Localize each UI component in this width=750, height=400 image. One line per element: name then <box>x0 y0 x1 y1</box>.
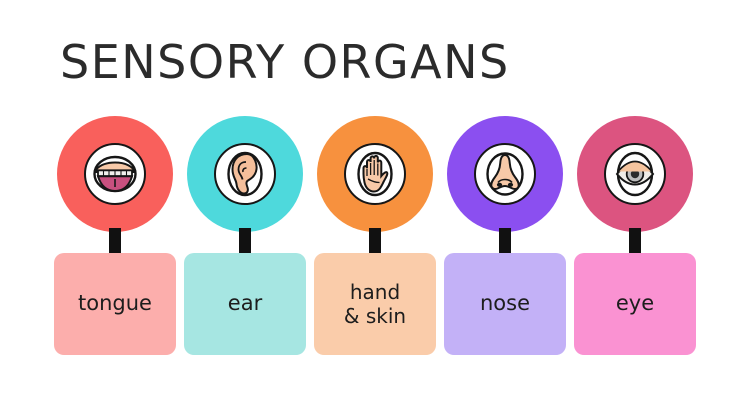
icon-disc-hand-skin <box>344 143 406 205</box>
icon-disc-eye <box>604 143 666 205</box>
ear-icon <box>217 146 273 202</box>
organ-label-tongue: tongue <box>78 291 152 316</box>
organ-circle-eye[interactable] <box>577 116 693 232</box>
organ-label-eye: eye <box>615 291 655 316</box>
icon-disc-tongue <box>84 143 146 205</box>
organ-label-box-hand-skin[interactable]: hand & skin <box>314 253 436 355</box>
organ-label-box-nose[interactable]: nose <box>444 253 566 355</box>
organ-label-nose: nose <box>479 291 531 316</box>
hand-palm-icon <box>347 146 403 202</box>
organ-column-eye[interactable]: eye <box>570 110 700 370</box>
icon-disc-ear <box>214 143 276 205</box>
organ-label-box-ear[interactable]: ear <box>184 253 306 355</box>
organ-label-ear: ear <box>227 291 263 316</box>
organ-column-tongue[interactable]: tongue <box>50 110 180 370</box>
organ-circle-tongue[interactable] <box>57 116 173 232</box>
tongue-mouth-icon <box>87 146 143 202</box>
organ-circle-hand-skin[interactable] <box>317 116 433 232</box>
page-title: SENSORY ORGANS <box>60 35 510 89</box>
organ-circle-nose[interactable] <box>447 116 563 232</box>
organ-column-ear[interactable]: ear <box>180 110 310 370</box>
organ-circle-ear[interactable] <box>187 116 303 232</box>
eye-icon <box>607 146 663 202</box>
organ-column-list: tongue <box>0 110 750 370</box>
organ-column-hand-skin[interactable]: hand & skin <box>310 110 440 370</box>
organ-label-hand-skin: hand & skin <box>343 279 407 328</box>
icon-disc-nose <box>474 143 536 205</box>
organ-label-box-tongue[interactable]: tongue <box>54 253 176 355</box>
organ-column-nose[interactable]: nose <box>440 110 570 370</box>
organ-label-box-eye[interactable]: eye <box>574 253 696 355</box>
nose-icon <box>477 146 533 202</box>
